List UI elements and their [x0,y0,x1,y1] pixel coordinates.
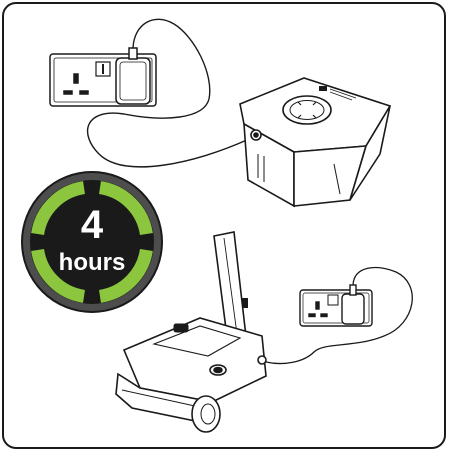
charging-illustration: 4 hours [4,4,446,449]
badge-number: 4 [81,203,104,247]
illustration-frame: 4 hours [2,2,446,449]
badge-unit: hours [59,249,126,276]
battery-pack-icon [240,78,390,206]
charging-time-badge: 4 hours [22,172,162,312]
